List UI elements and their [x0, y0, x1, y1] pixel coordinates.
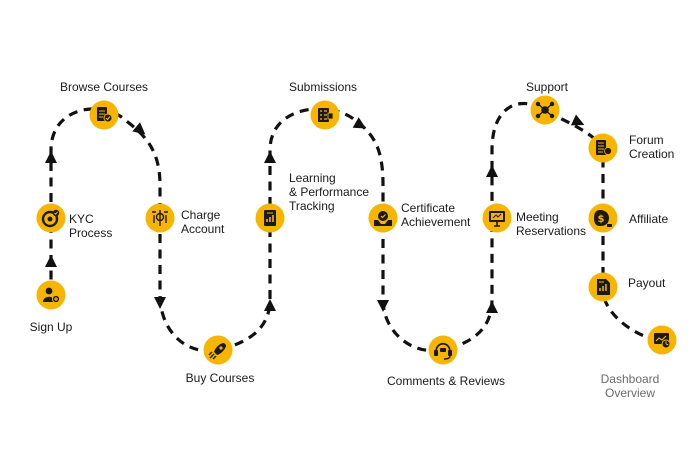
payout-document-icon — [597, 279, 610, 295]
node-step-10 — [482, 203, 512, 233]
node-step-2 — [36, 203, 66, 233]
node-step-12 — [588, 133, 618, 163]
submission-list-icon — [318, 108, 334, 122]
path-arrowhead-1 — [45, 255, 57, 267]
affiliate-money-icon: $ — [594, 210, 612, 227]
step-nodes: $ — [36, 95, 677, 365]
label-submissions: Submissions — [288, 80, 358, 94]
node-step-8 — [368, 203, 398, 233]
forum-list-icon — [596, 140, 612, 155]
path-arrowhead-5 — [264, 299, 276, 311]
node-circle-1 — [36, 280, 66, 310]
label-support: Support — [525, 80, 569, 94]
id-verify-icon — [41, 209, 60, 228]
label-browse-courses: Browse Courses — [59, 80, 149, 94]
label-kyc-process: KYC Process — [69, 212, 113, 240]
label-certificate-achievement: Certificate Achievement — [401, 201, 471, 229]
label-meeting-reservations: Meeting Reservations — [516, 210, 587, 238]
node-step-7 — [310, 100, 340, 130]
label-comments-reviews: Comments & Reviews — [386, 374, 506, 388]
path-arrowhead-7 — [352, 117, 367, 129]
user-add-icon — [43, 287, 61, 304]
dashboard-analytics-icon — [654, 333, 671, 349]
report-chart-icon — [264, 210, 276, 226]
node-step-4 — [145, 203, 175, 233]
node-step-15 — [647, 325, 677, 355]
path-arrowhead-9 — [486, 301, 498, 313]
monitor-meeting-icon — [489, 211, 505, 227]
label-forum-creation: Forum Creation — [629, 133, 675, 161]
node-step-1 — [36, 280, 66, 310]
course-check-icon — [97, 107, 113, 123]
label-sign-up: Sign Up — [29, 320, 73, 334]
label-charge-account: Charge Account — [181, 208, 225, 236]
headset-chat-icon — [434, 342, 452, 360]
path-arrowhead-2 — [45, 151, 57, 163]
support-network-icon — [535, 101, 555, 119]
node-step-3 — [89, 100, 119, 130]
node-step-14 — [588, 272, 618, 302]
label-learning-tracking: Learning & Performance Tracking — [289, 171, 370, 213]
path-arrowhead-10 — [486, 165, 498, 177]
label-payout: Payout — [628, 276, 666, 290]
wallet-charge-icon — [152, 210, 168, 226]
node-step-11 — [530, 95, 560, 125]
svg-text:$: $ — [598, 214, 605, 225]
path-arrowhead-8 — [377, 300, 389, 312]
certificate-badge-icon — [374, 211, 392, 226]
node-step-6 — [255, 203, 285, 233]
path-arrows — [45, 114, 585, 313]
node-step-13: $ — [588, 203, 618, 233]
node-step-5 — [203, 335, 233, 365]
label-affiliate: Affiliate — [629, 212, 669, 226]
path-arrowhead-11 — [570, 114, 585, 126]
label-buy-courses: Buy Courses — [185, 371, 255, 385]
path-arrowhead-3 — [132, 122, 146, 135]
dashed-journey-path — [49, 101, 663, 353]
label-dashboard-overview: Dashboard Overview — [600, 372, 660, 400]
path-arrowhead-4 — [154, 297, 166, 309]
path-arrowhead-6 — [264, 151, 276, 163]
rocket-icon — [208, 343, 226, 360]
node-step-9 — [428, 335, 458, 365]
